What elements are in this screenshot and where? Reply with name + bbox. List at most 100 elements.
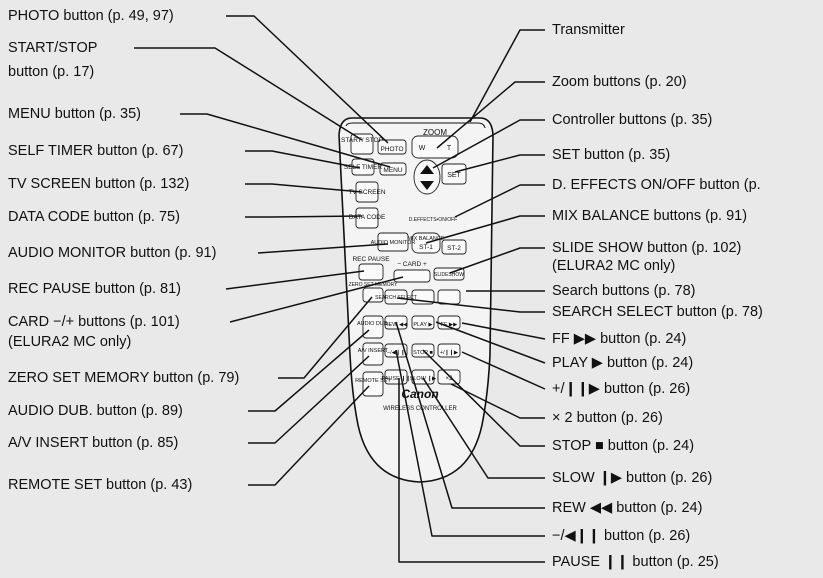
search-forward-key	[437, 289, 461, 305]
leader-zoom	[436, 81, 545, 149]
audio-dub-key	[362, 315, 384, 339]
label-card-buttons-line1: CARD −/+ buttons (p. 101)	[8, 314, 180, 330]
label-minus-frame-button: −/◀❙❙ button (p. 26)	[552, 528, 691, 544]
search-select-key	[384, 289, 408, 305]
key-text-st1: ST-1	[419, 244, 433, 251]
label-stop-button: STOP ■ button (p. 24)	[552, 438, 695, 454]
leader-stop	[422, 349, 545, 447]
play-key	[411, 315, 435, 330]
leader-audio-dub	[248, 329, 370, 412]
key-text-slideshow: SLIDESHOW	[434, 272, 464, 278]
card-key	[393, 269, 431, 283]
label-transmitter: Transmitter	[552, 22, 625, 38]
leader-rew	[395, 321, 545, 509]
key-text-remote-set: REMOTE SET	[355, 378, 391, 384]
leader-start-stop	[134, 47, 363, 141]
leader-plus-frame	[461, 351, 546, 390]
brand-logo-text: Canon	[401, 387, 438, 401]
key-text-plus-frame: +/❙❙▶	[440, 349, 459, 356]
label-slide-show-line1: SLIDE SHOW button (p. 102)	[552, 240, 742, 256]
label-rew-button: REW ◀◀ button (p. 24)	[552, 500, 703, 516]
label-d-effects-button: D. EFFECTS ON/OFF button (p.	[552, 177, 761, 193]
key-text-card: − CARD +	[397, 261, 427, 268]
label-zero-set-memory-button: ZERO SET MEMORY button (p. 79)	[8, 370, 240, 386]
mix-st2-key	[441, 239, 467, 255]
transmitter-edge	[345, 122, 486, 129]
label-self-timer-button: SELF TIMER button (p. 67)	[8, 143, 184, 159]
audio-monitor-key	[377, 232, 409, 252]
leader-zero-set	[278, 296, 373, 379]
leader-minus-frame	[395, 349, 545, 537]
photo-key	[377, 139, 407, 155]
leader-search-select	[396, 297, 545, 313]
label-zoom-buttons: Zoom buttons (p. 20)	[552, 74, 687, 90]
leader-d-effects	[454, 184, 545, 218]
label-start-stop-line2: button (p. 17)	[8, 64, 95, 80]
label-slide-show-line2: (ELURA2 MC only)	[552, 258, 676, 274]
label-set-button: SET button (p. 35)	[552, 147, 671, 163]
leader-remote-set	[248, 385, 370, 486]
key-text-zoom: ZOOM	[423, 128, 447, 137]
leader-av-insert	[248, 355, 370, 444]
data-code-key	[355, 207, 379, 229]
leader-transmitter	[469, 29, 545, 123]
leader-set	[454, 154, 545, 173]
key-text-start-stop: START/ STOP	[341, 137, 383, 144]
leader-play	[435, 321, 546, 364]
leader-tv-screen	[245, 183, 363, 193]
leader-lines	[134, 15, 546, 563]
key-text-zoom-w: W	[419, 145, 426, 152]
plus-frame-key	[437, 343, 461, 358]
av-insert-key	[362, 342, 384, 366]
key-text-x2: ×2	[446, 376, 454, 382]
leader-ff	[461, 322, 546, 340]
key-text-av-insert: A/V INSERT	[358, 348, 389, 354]
key-text-tv-screen: TV SCREEN	[348, 189, 386, 196]
leader-slow	[422, 377, 545, 479]
remote-buttons	[350, 133, 467, 397]
key-text-pause: PAUSE ❙❙	[382, 375, 411, 382]
zoom-key	[411, 135, 459, 159]
label-mix-balance-buttons: MIX BALANCE buttons (p. 91)	[552, 208, 748, 224]
label-plus-frame-button: +/❙❙▶ button (p. 26)	[552, 381, 691, 397]
set-key	[441, 163, 467, 185]
label-controller-buttons: Controller buttons (p. 35)	[552, 112, 713, 128]
controller-down-arrow	[420, 181, 434, 190]
label-play-button: PLAY ▶ button (p. 24)	[552, 355, 694, 371]
label-rec-pause-button: REC PAUSE button (p. 81)	[8, 281, 182, 297]
label-card-buttons-line2: (ELURA2 MC only)	[8, 334, 132, 350]
key-text-search-select: SEARCH SELECT	[375, 295, 417, 301]
key-text-d-effects: D.EFFECTS•ON/OFF	[409, 217, 457, 223]
label-remote-set-button: REMOTE SET button (p. 43)	[8, 477, 193, 493]
leader-data-code	[245, 215, 363, 218]
label-pause-button: PAUSE ❙❙ button (p. 25)	[552, 554, 719, 570]
leader-menu	[180, 113, 391, 168]
key-text-mix-balance: MIX BALANCE	[408, 236, 445, 242]
rec-pause-key	[358, 263, 384, 281]
key-text-self-timer: SELF TIMER	[344, 164, 382, 171]
leader-card	[229, 276, 404, 323]
label-ff-button: FF ▶▶ button (p. 24)	[552, 331, 687, 347]
key-text-zoom-t: T	[447, 145, 452, 152]
controller-up-arrow	[420, 165, 434, 174]
label-tv-screen-button: TV SCREEN button (p. 132)	[8, 176, 190, 192]
key-text-ff: FF ▶▶	[441, 322, 458, 328]
label-av-insert-button: A/V INSERT button (p. 85)	[8, 435, 179, 451]
leader-audio-monitor	[257, 243, 389, 254]
key-text-wireless: WIRELESS CONTROLLER	[383, 406, 457, 412]
remote-set-key	[362, 371, 384, 397]
key-text-audio-dub: AUDIO DUB.	[357, 321, 390, 327]
leader-mix-balance	[425, 215, 545, 244]
key-text-rec-pause: REC PAUSE	[352, 256, 390, 263]
leader-self-timer	[245, 150, 361, 169]
label-audio-dub-button: AUDIO DUB. button (p. 89)	[8, 403, 183, 419]
start-stop-key	[350, 133, 374, 155]
leader-controller	[432, 119, 545, 169]
label-audio-monitor-button: AUDIO MONITOR button (p. 91)	[8, 245, 217, 261]
label-x2-button: × 2 button (p. 26)	[552, 410, 663, 426]
label-start-stop-line1: START/STOP	[8, 40, 98, 56]
key-text-set: SET	[447, 172, 461, 179]
key-text-stop: STOP ■	[413, 350, 433, 356]
